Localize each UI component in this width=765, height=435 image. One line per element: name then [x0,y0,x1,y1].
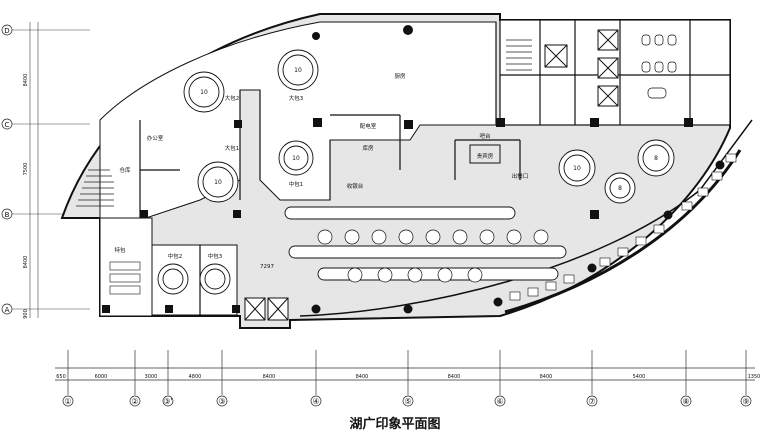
table-label-7: 8 [618,185,622,192]
vip-round-tables [157,49,675,295]
col-dim-4: 8400 [263,374,276,380]
col-axis-7: ⑦ [588,397,595,406]
facade-booths [509,153,737,301]
col-axis-8: ⑧ [682,397,689,406]
inner-walls [139,20,730,315]
table-label-6: 8 [654,155,658,162]
dining-tables [317,229,549,283]
table-label-5: 10 [573,165,581,172]
table-label-2: 10 [200,89,208,96]
left-dimension-lines [8,22,90,318]
col-dim-9: 1350 [748,374,761,380]
table-label-3: 10 [214,179,222,186]
label-bar: 吧台 [479,132,491,140]
col-axis-4: ④ [312,397,319,406]
col-dim-6: 8400 [448,374,461,380]
row-axis-d: D [4,27,9,35]
row-axis-b: B [5,211,10,219]
label-vip-small-left: 大包1 [225,144,240,152]
table-label-4: 10 [292,155,300,162]
row-axis-bubbles: D C B A [1,24,13,315]
stair-left [76,169,114,207]
label-office: 办公室 [147,134,164,142]
row-axis-a: A [5,306,10,314]
label-vip-special: 特包 [114,246,126,254]
label-kitchen: 厨房 [394,72,406,80]
row-dim-1: 8400 [23,74,29,87]
label-vip-room: 贵宾房 [477,152,494,160]
col-axis-bubbles [62,395,752,407]
col-axis-3p: ③' [163,397,172,406]
label-admin: 配电室 [360,122,377,130]
row-axis-c: C [5,121,10,129]
label-warehouse: 库房 [362,144,374,152]
col-dim-0: 650 [56,374,66,380]
row-dim-3: 8400 [23,256,29,269]
col-dim-8: 5400 [633,374,646,380]
row-dim-2: 7500 [23,163,29,176]
col-axis-5: ⑤ [404,397,411,406]
label-exit: 出餐口 [512,172,529,180]
col-axis-1: ① [64,397,71,406]
toilets [641,34,677,99]
table-label-1: 10 [294,67,302,74]
col-dim-3: 4800 [189,374,202,380]
label-cashier: 收银台 [347,182,364,190]
col-dim-1: 6000 [95,374,108,380]
label-vip-mid-left: 大包2 [225,94,240,102]
col-dim-5: 8400 [356,374,369,380]
label-vip-mid-c: 中包3 [208,252,223,260]
elevators [244,29,619,321]
label-storage: 仓库 [119,166,131,174]
label-vip-mid-b: 中包2 [168,252,183,260]
col-axis-9: ⑨ [742,397,749,406]
vip-room-box [469,144,501,164]
col-axis-3: ③ [218,397,225,406]
row-dim-edge: 900 [23,309,29,319]
col-dim-2: 3000 [145,374,158,380]
col-axis-6: ⑥ [496,397,503,406]
label-elevator: 7297 [260,264,274,270]
label-vip-mid: 中包1 [289,180,304,188]
bottom-dimension-lines [55,350,755,395]
col-axis-2: ② [131,397,138,406]
col-dim-7: 8400 [540,374,553,380]
special-room-tables [109,261,141,295]
stair-right [506,39,532,71]
label-vip-large: 大包3 [289,94,304,102]
plan-title: 湖广印象平面图 [349,416,440,432]
